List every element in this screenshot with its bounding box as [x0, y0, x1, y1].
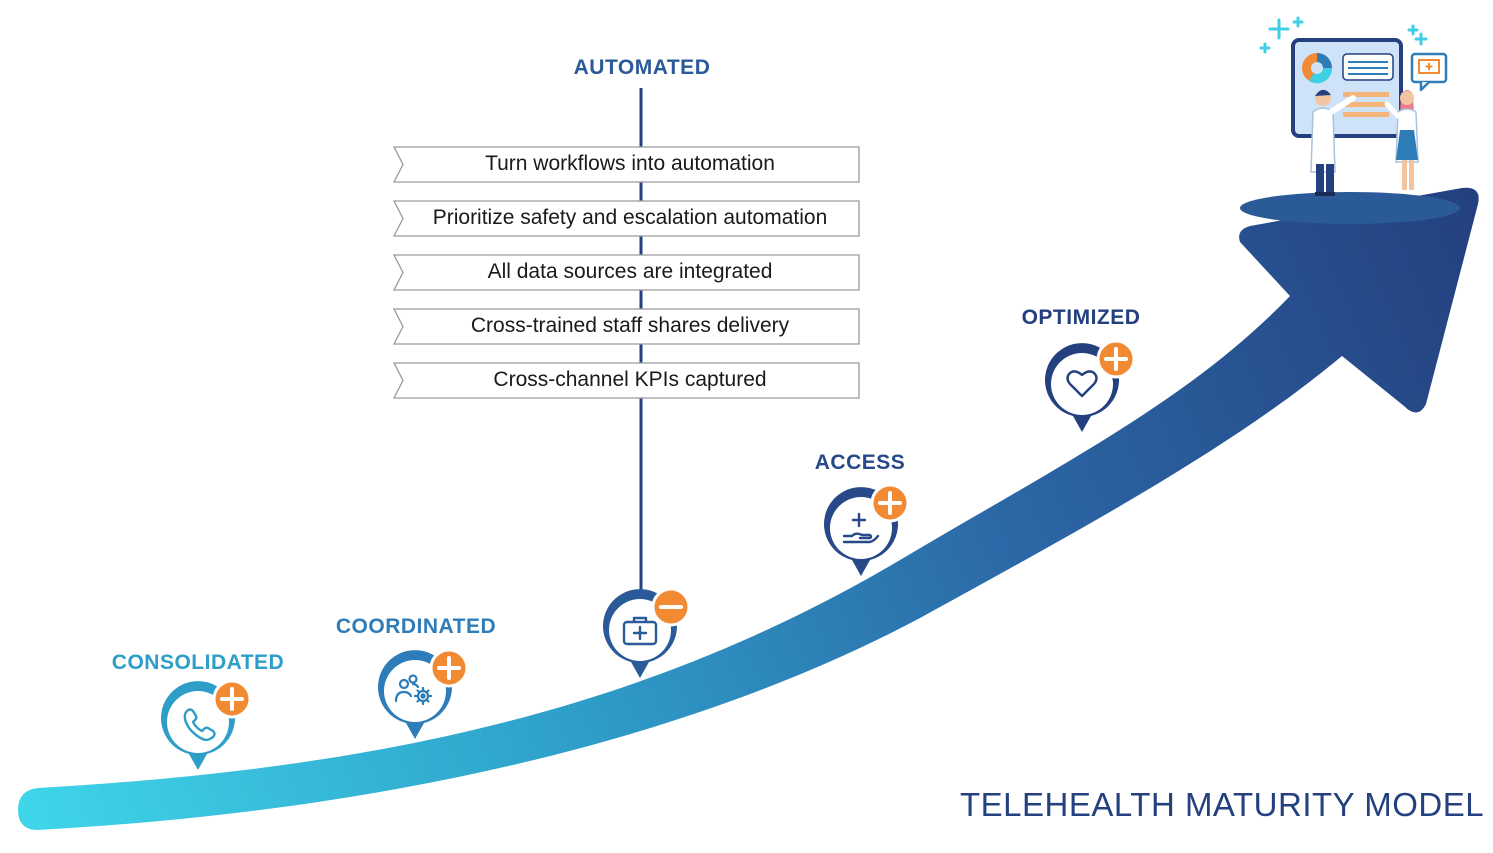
plus-badge-icon — [870, 483, 910, 523]
step-box-outline — [393, 200, 860, 237]
plus-badge-icon — [1096, 339, 1136, 379]
automated-step: Turn workflows into automation — [393, 146, 860, 183]
team-gear-icon — [394, 674, 433, 706]
automated-step-text: Turn workflows into automation — [485, 152, 775, 175]
arrow-top-platform — [1240, 192, 1460, 224]
step-box-outline — [393, 254, 860, 291]
stage-label-optimized: OPTIMIZED — [1021, 306, 1141, 329]
automated-step: All data sources are integrated — [393, 254, 860, 291]
automated-step: Cross-trained staff shares delivery — [393, 308, 860, 345]
hand-plus-icon — [842, 512, 880, 544]
minus-badge-icon — [651, 587, 691, 627]
stage-label-automated: AUTOMATED — [573, 56, 711, 79]
automated-step-text: Prioritize safety and escalation automat… — [432, 206, 828, 229]
automated-step: Prioritize safety and escalation automat… — [393, 200, 860, 237]
automated-step: Cross-channel KPIs captured — [393, 362, 860, 399]
plus-badge-icon — [429, 648, 469, 688]
step-box-outline — [393, 362, 860, 399]
stage-pin-optimized — [1045, 339, 1136, 432]
stage-pin-automated — [603, 587, 691, 678]
laptop-bubble-icon — [1410, 52, 1448, 92]
stage-pin-coordinated — [378, 648, 469, 739]
step-box-outline — [393, 146, 860, 183]
automated-step-text: All data sources are integrated — [487, 260, 773, 283]
doctor-figure-icon — [1384, 90, 1419, 190]
medical-kit-icon — [622, 616, 658, 646]
plus-badge-icon — [212, 679, 252, 719]
doctors-dashboard-illustration — [1259, 16, 1448, 196]
doctor-figure-icon — [1310, 89, 1356, 196]
automated-step-text: Cross-channel KPIs captured — [493, 368, 767, 391]
automated-step-text: Cross-trained staff shares delivery — [470, 314, 790, 337]
stage-label-access: ACCESS — [814, 451, 906, 474]
heart-icon — [1066, 370, 1098, 398]
arrow-body — [18, 187, 1479, 831]
phone-icon — [183, 708, 216, 742]
sparkle-icon — [1259, 16, 1428, 54]
stage-label-coordinated: COORDINATED — [335, 615, 497, 638]
stage-label-consolidated: CONSOLIDATED — [111, 651, 285, 674]
diagram-title: TELEHEALTH MATURITY MODEL — [960, 786, 1485, 823]
stage-pin-access — [824, 483, 910, 576]
pie-chart-icon — [1302, 53, 1333, 84]
stage-pin-consolidated — [161, 679, 252, 770]
step-box-outline — [393, 308, 860, 345]
